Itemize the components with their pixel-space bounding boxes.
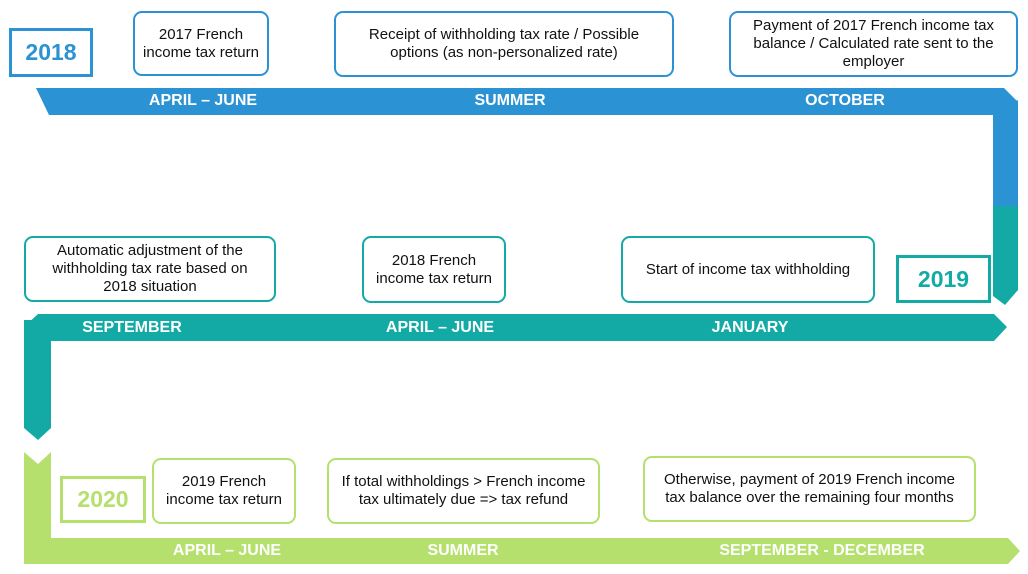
period-2020-summer: SUMMER bbox=[427, 542, 499, 559]
connector-left-green bbox=[24, 452, 51, 564]
event-text: 2017 French income tax return bbox=[143, 25, 259, 61]
event-text: Receipt of withholding tax rate / Possib… bbox=[368, 26, 640, 61]
period-2018-april-june: APRIL – JUNE bbox=[148, 92, 258, 109]
band-2020 bbox=[24, 538, 1020, 564]
event-2018-payment-balance: Payment of 2017 French income tax balanc… bbox=[729, 11, 1018, 77]
period-2018-summer: SUMMER bbox=[474, 92, 546, 109]
event-2019-tax-return: 2018 French income tax return bbox=[362, 236, 506, 303]
connector-left-teal bbox=[24, 320, 51, 440]
band-2018 bbox=[36, 88, 1018, 115]
period-2020-april-june: APRIL – JUNE bbox=[172, 542, 282, 559]
period-2019-january: JANUARY bbox=[711, 319, 789, 336]
year-label-2019: 2019 bbox=[896, 255, 991, 303]
event-text: 2018 French income tax return bbox=[376, 251, 492, 287]
connector-right-teal bbox=[993, 206, 1018, 305]
event-text: 2019 French income tax return bbox=[166, 473, 282, 508]
year-label-2018: 2018 bbox=[9, 28, 93, 77]
period-2020-sept-dec: SEPTEMBER - DECEMBER bbox=[719, 542, 925, 559]
connector-right-blue bbox=[993, 100, 1018, 206]
event-text: If total withholdings > French income ta… bbox=[341, 473, 586, 508]
event-text: Payment of 2017 French income tax balanc… bbox=[753, 17, 994, 70]
event-2019-rate-adjustment: Automatic adjustment of the withholding … bbox=[24, 236, 276, 302]
event-2018-tax-return: 2017 French income tax return bbox=[133, 11, 269, 76]
band-2019 bbox=[24, 314, 1007, 341]
period-2019-april-june: APRIL – JUNE bbox=[385, 319, 495, 336]
event-text: Automatic adjustment of the withholding … bbox=[52, 242, 248, 295]
event-2019-start-withholding: Start of income tax withholding bbox=[621, 236, 875, 303]
event-2020-tax-refund: If total withholdings > French income ta… bbox=[327, 458, 600, 524]
event-2020-balance-payment: Otherwise, payment of 2019 French income… bbox=[643, 456, 976, 522]
period-2019-september: SEPTEMBER bbox=[82, 319, 182, 336]
event-2018-withholding-rate: Receipt of withholding tax rate / Possib… bbox=[334, 11, 674, 77]
event-text: Otherwise, payment of 2019 French income… bbox=[664, 471, 955, 506]
event-text: Start of income tax withholding bbox=[645, 260, 851, 278]
year-label-2020: 2020 bbox=[60, 476, 146, 523]
event-2020-tax-return: 2019 French income tax return bbox=[152, 458, 296, 524]
period-2018-october: OCTOBER bbox=[805, 92, 885, 109]
